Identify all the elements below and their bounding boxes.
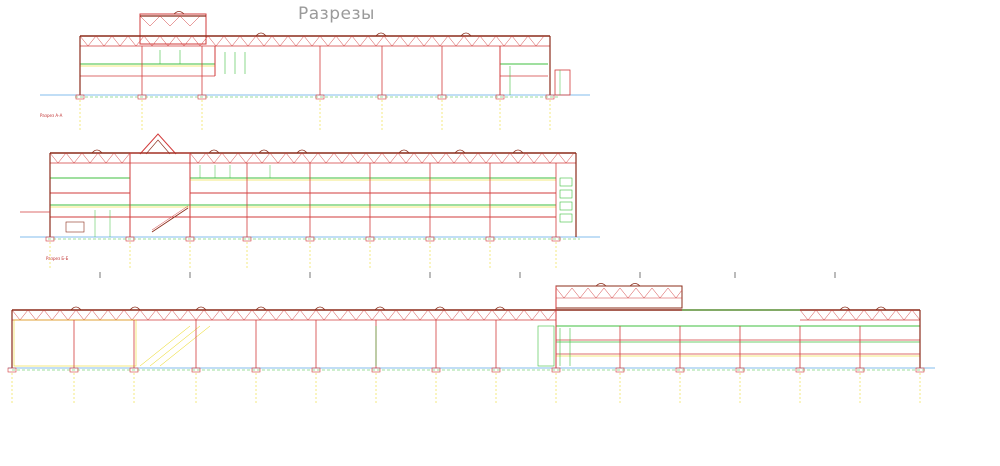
section-b xyxy=(20,133,600,268)
section-b-label: Разрез Б-Б xyxy=(46,256,69,261)
sheet-title: Разрезы xyxy=(298,4,375,24)
section-c xyxy=(7,283,935,405)
section-a-label: Разрез А-А xyxy=(40,113,63,118)
section-a xyxy=(40,11,590,130)
